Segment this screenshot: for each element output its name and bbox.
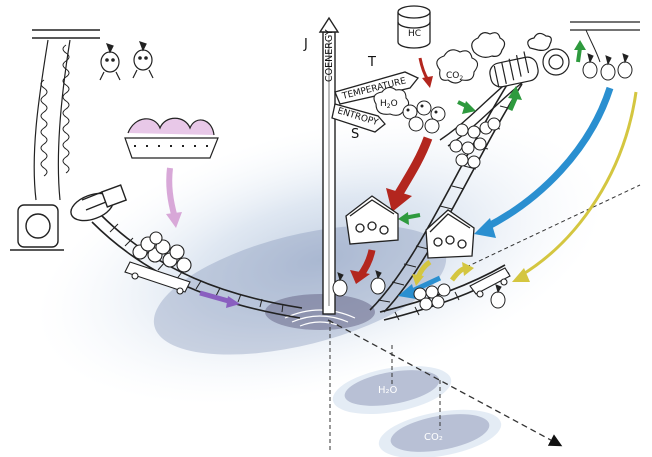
top-right-machine xyxy=(471,21,640,88)
blue-arrows xyxy=(398,86,614,299)
house-right-icon xyxy=(425,209,475,259)
blue-wash xyxy=(36,115,604,405)
t-letter: T xyxy=(367,55,376,70)
co2-bubble-sub: 2 xyxy=(459,75,463,82)
h2o-bubble-o: O xyxy=(391,99,398,109)
svg-text:H2O: H2O xyxy=(380,99,398,110)
yellow-arrows xyxy=(412,91,638,286)
h2o-bubble-sub: 2 xyxy=(387,103,391,110)
hc-label: HC xyxy=(408,29,421,39)
h2o-shadow-label: H₂O xyxy=(378,385,398,396)
winch-machine-icon xyxy=(10,184,128,251)
h2o-cloud: H2O xyxy=(373,86,410,116)
temperature-sign: TEMPERATURE xyxy=(334,71,420,105)
coenergy-label: COENERGY xyxy=(324,29,335,82)
creatures-top-left xyxy=(99,41,154,81)
floor-shadow-h2o: H₂O xyxy=(332,365,452,415)
cart-far-right xyxy=(469,267,511,298)
co2-shadow-label: CO₂ xyxy=(424,432,443,443)
cart-right-lower xyxy=(413,283,451,311)
h2o-bubble-h: H xyxy=(380,99,387,109)
dashed-axes xyxy=(327,184,641,450)
left-tower xyxy=(32,29,100,201)
green-arrows xyxy=(398,40,586,225)
co2-bubble-text: CO xyxy=(446,71,459,81)
cart-right-upper xyxy=(449,117,501,169)
purple-arrow xyxy=(199,290,233,305)
creatures-bottom xyxy=(332,270,506,309)
signpost-pole xyxy=(318,16,340,315)
hc-cylinder-icon xyxy=(397,5,431,49)
house-left-icon xyxy=(345,195,399,245)
boat-icon xyxy=(124,117,219,159)
cart-left xyxy=(124,231,192,295)
creatures-top-right xyxy=(582,29,633,81)
s-letter: S xyxy=(351,127,359,142)
floor-shadow-co2: CO₂ xyxy=(378,409,502,457)
co2-cloud: CO2 xyxy=(436,49,479,84)
j-letter: J xyxy=(303,37,308,52)
svg-text:CO2: CO2 xyxy=(446,71,463,82)
creature-cluster-top xyxy=(402,100,446,134)
red-arrows xyxy=(350,57,433,284)
